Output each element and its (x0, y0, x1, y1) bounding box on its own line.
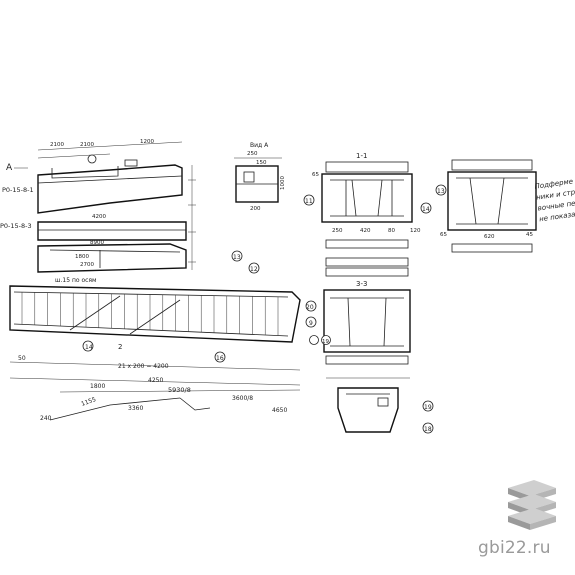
callout-18-label: 18 (424, 426, 432, 433)
callout-14 (82, 340, 94, 352)
callout-16 (214, 351, 226, 363)
dim-bottom-5: 1155 (80, 396, 97, 408)
s11-dim-1: 250 (332, 228, 343, 234)
note-block: Подферме ники и строп вочные пет не пока… (534, 177, 575, 224)
section-mark-a: А (6, 163, 13, 173)
callout-11-label: 11 (305, 198, 313, 205)
callout-19 (321, 335, 331, 345)
dim-top-6: 2700 (80, 262, 94, 268)
section-1-1-title: 1-1 (356, 152, 367, 160)
dim-bottom-6: 240 (40, 415, 52, 422)
dim-bottom-9: 4650 (272, 407, 287, 414)
dim-bottom-4: 5930/8 (168, 386, 191, 394)
s22-dim-1: 620 (484, 234, 495, 240)
dim-bottom-0: 50 (18, 355, 26, 362)
main-elevation: ш.15 по осям 14 13 12 16 2 50 21 x 200 =… (9, 250, 319, 422)
section-3-3-title: 3-3 (356, 280, 367, 288)
callout-20-label: 20 (306, 304, 314, 311)
callout-13 (231, 250, 243, 262)
callout-16-label: 16 (216, 355, 224, 362)
site-watermark: gbi22.ru (478, 538, 551, 558)
callout-19b-label: 19 (424, 404, 432, 411)
truss-verticals (21, 292, 279, 336)
detail-title: Вид А (250, 142, 269, 149)
section-2-2: 13 65 620 45 (435, 159, 537, 253)
section-1-1: 1-1 250 420 80 65 11 14 120 (303, 152, 432, 249)
upper-elevation: А P0-15-8-1 2100 2100 1200 4200 P0-15-8-… (0, 139, 196, 273)
callout-14b-label: 14 (422, 206, 430, 213)
pitch-note: ш.15 по осям (55, 277, 97, 284)
stacked-slabs-icon (508, 480, 556, 530)
callout-9-label: 9 (309, 320, 313, 327)
s11-dim-0: 65 (312, 172, 319, 178)
callout-13b (435, 184, 447, 196)
dim-top-1: 2100 (80, 142, 94, 148)
callout-18 (422, 422, 434, 434)
callout-9 (305, 316, 317, 328)
dim-top-5: 1800 (75, 254, 89, 260)
note-line-3: не показан (539, 210, 575, 224)
mark-label-1: P0-15-8-1 (2, 186, 34, 194)
section-3-3: 3-3 20 9 19 (305, 257, 411, 365)
s11-dim-2: 420 (360, 228, 371, 234)
section-4: 19 18 (326, 377, 434, 434)
s11-dim-4: 120 (410, 228, 421, 234)
detail-view-a: Вид А 250 150 1000 200 (234, 142, 286, 212)
s22-dim-0: 65 (440, 232, 447, 238)
callout-12 (248, 262, 260, 274)
s11-dim-3: 80 (388, 228, 395, 234)
callout-14-label: 14 (85, 344, 93, 351)
callout-19b (422, 400, 434, 412)
dim-top-0: 2100 (50, 142, 64, 148)
callout-20 (305, 300, 317, 312)
detail-dim-0: 250 (247, 151, 258, 157)
callout-11 (303, 194, 315, 206)
dim-bottom-3: 1800 (90, 383, 105, 390)
callout-13b-label: 13 (437, 188, 445, 195)
detail-dim-2: 1000 (280, 176, 286, 190)
dim-top-4: 8900 (90, 240, 104, 246)
dim-top-2: 1200 (140, 139, 154, 145)
dim-bottom-8: 3600/8 (232, 395, 253, 402)
callout-end (309, 335, 319, 345)
mark-label-2: P0-15-8-3 (0, 222, 32, 230)
callout-circle (87, 154, 97, 164)
callout-19-label: 19 (322, 339, 329, 345)
detail-dim-3: 200 (250, 206, 261, 212)
dim-top-3: 4200 (92, 214, 106, 220)
s22-dim-2: 45 (526, 232, 533, 238)
callout-14b (420, 202, 432, 214)
label-2: 2 (118, 343, 122, 351)
dim-bottom-1: 21 x 200 = 4200 (118, 363, 169, 370)
dim-bottom-7: 3360 (128, 405, 143, 412)
dim-bottom-2: 4250 (148, 377, 163, 384)
detail-dim-1: 150 (256, 160, 267, 166)
callout-12-label: 12 (250, 266, 258, 273)
callout-13-label: 13 (233, 254, 241, 261)
